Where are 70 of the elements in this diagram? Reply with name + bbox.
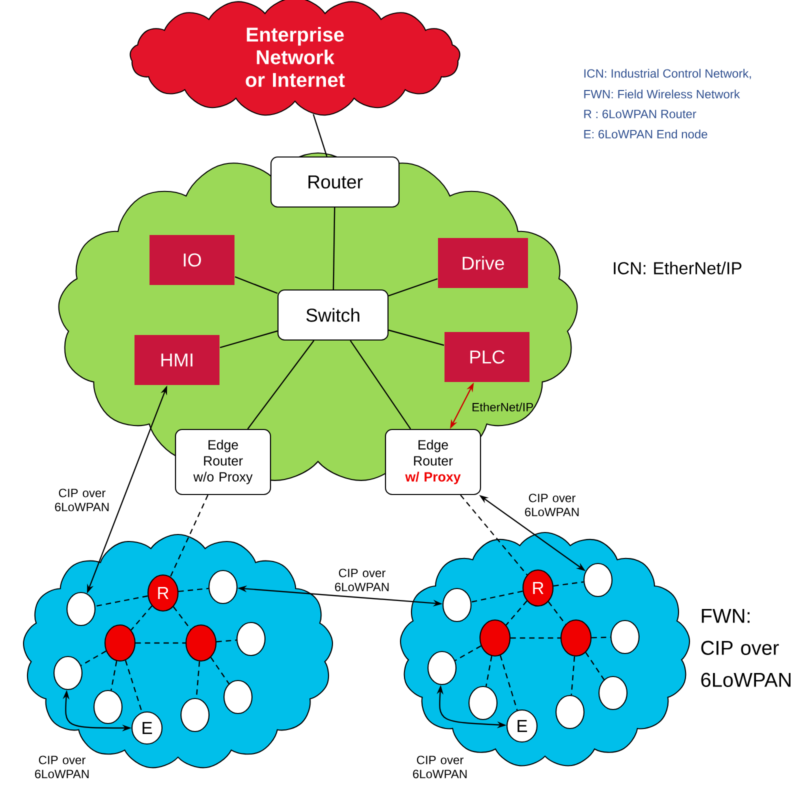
connection-line [506,600,528,626]
connection-line [553,581,584,587]
device-box: IO [150,235,234,285]
node-circle [180,698,210,732]
connection-line [234,276,278,294]
connection-line [332,208,336,290]
edge-router-box: Edge Router w/ Proxy [384,428,482,496]
node-circle [236,622,266,656]
connection-line [350,340,412,430]
connection-line [388,278,438,296]
connection-line [388,330,444,346]
node-circle [442,588,472,622]
connection-line [210,657,230,684]
edge-label: EtherNet/IP [472,402,533,412]
edge-label: CIP over 6LoWPAN [35,756,89,778]
connection-line [471,590,523,603]
network-label: ICN: EtherNet/IP [614,262,742,274]
connection-line [510,637,560,639]
router-circle [560,619,592,657]
connection-line [95,595,148,607]
connection-line [312,114,328,157]
node-circle [610,620,640,654]
node-circle [468,686,498,720]
connection-line [80,650,106,666]
connection-line [220,330,278,348]
edge-label: CIP over 6LoWPAN [55,488,109,512]
connection-line [124,660,143,713]
connection-line [454,645,482,662]
connection-line [485,656,492,686]
edge-label: CIP over 6LoWPAN [525,494,579,516]
node-circle [53,656,83,690]
edge-label: CIP over 6LoWPAN [413,756,467,778]
legend-note: R : 6LoWPAN Router [584,110,696,118]
connection-line [570,656,576,696]
connection-line [585,652,604,680]
node-circle [223,680,253,714]
node-circle [427,650,457,686]
connection-line [172,606,192,630]
edge-router-box: Edge Router w/o Proxy [174,428,272,496]
node-circle [93,690,123,724]
edge-label: CIP over 6LoWPAN [335,568,389,592]
device-box: Drive [438,238,528,288]
connection-line [500,655,518,710]
connection-line [170,494,208,577]
connection-line [136,642,186,644]
legend-note: E: 6LoWPAN End node [584,130,708,138]
connection-line [460,494,528,576]
connection-line [216,640,237,642]
router-circle [479,619,511,657]
router-box: Router [270,156,400,208]
legend-note: FWN: Field Wireless Network [584,90,740,98]
network-label: FWN: CIP over 6LoWPAN [701,609,790,687]
connection-line [548,601,566,625]
node-circle [598,676,628,710]
connection-line [110,660,118,690]
node-circle [583,562,613,598]
connection-line [130,606,152,630]
device-box: PLC [444,332,530,382]
device-box: HMI [134,335,220,385]
node-circle [208,570,238,604]
connection-line [178,588,209,592]
connection-line [592,636,610,638]
node-circle [66,592,96,626]
legend-note: ICN: Industrial Control Network, [584,68,751,80]
network-cloud: Enterprise Network or Internet [130,0,460,116]
switch-box: Switch [277,289,389,341]
connection-line [247,340,314,430]
node-circle [555,694,585,730]
router-circle [185,624,217,662]
router-circle [104,624,136,662]
